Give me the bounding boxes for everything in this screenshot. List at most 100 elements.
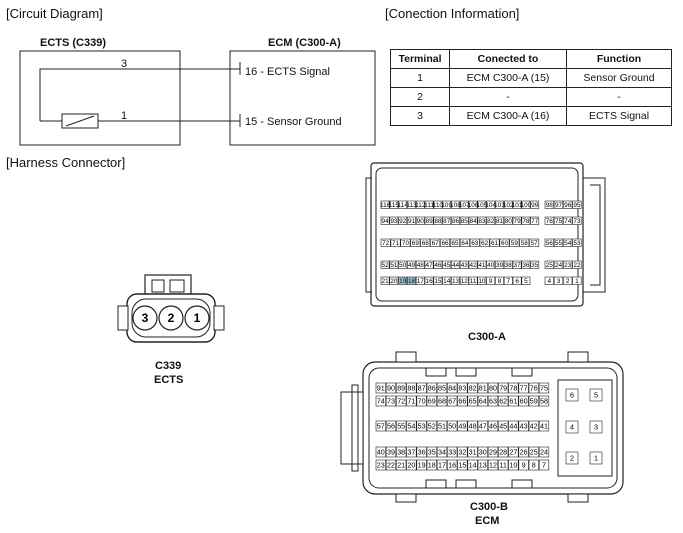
connector-pin-label: 64 xyxy=(461,240,469,247)
connector-pin-label: 37 xyxy=(407,447,415,456)
connector-pin xyxy=(459,260,469,269)
connector-pin xyxy=(385,395,397,407)
connector-pin-label: 111 xyxy=(424,202,434,209)
ects-box xyxy=(19,50,181,146)
connector-pin-label: 21 xyxy=(382,278,390,285)
c339-connector xyxy=(117,274,225,343)
connector-pin xyxy=(530,200,540,209)
connector-pin xyxy=(486,200,496,209)
connector-pin-label: 83 xyxy=(458,383,466,392)
c339-pin-label: 2 xyxy=(168,311,175,325)
connector-pin xyxy=(544,260,554,269)
connector-pin-label: 46 xyxy=(434,262,442,269)
connector-pin-label: 18 xyxy=(408,278,416,285)
connector-pin xyxy=(486,216,496,225)
c339-pin xyxy=(132,305,158,331)
connector-pin xyxy=(436,395,448,407)
connector-pin xyxy=(553,276,564,285)
connector-pin-label: 81 xyxy=(496,218,504,225)
connector-pin xyxy=(487,459,499,471)
connector-pin-label: 14 xyxy=(443,278,451,285)
c339-ects-label: ECTS xyxy=(154,374,184,386)
connector-pin xyxy=(424,216,434,225)
table-row: 2 - - xyxy=(390,87,672,107)
connector-pin-label: 22 xyxy=(573,262,581,269)
connector-pin xyxy=(449,238,460,247)
connector-pin xyxy=(380,276,390,285)
connector-pin-label: 35 xyxy=(531,262,539,269)
connector-pin xyxy=(415,260,425,269)
c300a-connector xyxy=(365,162,606,307)
connector-pin xyxy=(398,200,408,209)
connector-pin xyxy=(426,382,437,394)
connector-pin-label: 61 xyxy=(509,396,517,405)
harness-connector-title: [Harness Connector] xyxy=(6,155,126,170)
connector-pin xyxy=(521,216,531,225)
connector-pin xyxy=(563,260,573,269)
connector-pin xyxy=(467,459,478,471)
connector-pin xyxy=(477,459,488,471)
connector-pin xyxy=(406,382,417,394)
connector-pin xyxy=(380,238,391,247)
connector-pin-label: 106 xyxy=(468,202,479,209)
connector-pin xyxy=(477,382,488,394)
connector-pin-label: 39 xyxy=(387,447,395,456)
connector-pin xyxy=(380,200,390,209)
connector-pin-label: 77 xyxy=(531,218,539,225)
ecm-box xyxy=(229,50,376,146)
connector-pin xyxy=(447,459,458,471)
connector-pin-label: 99 xyxy=(531,202,539,209)
signal-wire xyxy=(39,68,240,121)
c339-pin-label: 3 xyxy=(142,311,149,325)
connector-pin xyxy=(440,238,450,247)
table-cell: 3 xyxy=(390,106,450,126)
connector-pin-label: 30 xyxy=(479,447,487,456)
connector-pin-label: 20 xyxy=(407,460,415,469)
connector-pin xyxy=(530,260,540,269)
connector-pin-label: 45 xyxy=(499,421,507,430)
connector-pin-label: 78 xyxy=(522,218,530,225)
connector-pin-label: 57 xyxy=(531,240,539,247)
connector-pin-label: 29 xyxy=(489,447,497,456)
connector-pin-label: 42 xyxy=(530,421,538,430)
connector-pin xyxy=(538,446,550,458)
connector-pin-label: 44 xyxy=(509,421,517,430)
ects-box-label: ECTS (C339) xyxy=(40,37,107,49)
connector-pin-label: 80 xyxy=(489,383,497,392)
connector-pin xyxy=(529,238,540,247)
connector-pin xyxy=(396,446,407,458)
connector-pin xyxy=(589,420,603,434)
connector-pin-label: 100 xyxy=(521,202,532,209)
connector-pin xyxy=(553,260,564,269)
connector-pin-label: 38 xyxy=(397,447,405,456)
connector-pin-label: 66 xyxy=(458,396,466,405)
connector-pin xyxy=(451,276,460,285)
connector-pin xyxy=(589,388,603,402)
connector-pin xyxy=(553,216,564,225)
connector-pin xyxy=(503,260,513,269)
connector-pin-label: 15 xyxy=(434,278,442,285)
connector-pin-label: 41 xyxy=(478,262,486,269)
connector-pin-label: 59 xyxy=(511,240,519,247)
connector-pin-label: 58 xyxy=(521,240,529,247)
connector-pin xyxy=(375,382,386,394)
connector-pin xyxy=(459,276,469,285)
connector-pin-label: 71 xyxy=(407,396,415,405)
connector-pin xyxy=(459,216,469,225)
connector-pin xyxy=(447,382,458,394)
connector-pin xyxy=(380,216,390,225)
connector-pin-label: 67 xyxy=(432,240,440,247)
connector-pin-label: 19 xyxy=(418,460,426,469)
table-cell: - xyxy=(449,87,567,107)
connector-pin-label: 79 xyxy=(499,383,507,392)
ects-signal-label: 16 - ECTS Signal xyxy=(245,66,330,78)
connector-pin xyxy=(495,276,504,285)
table-cell: ECTS Signal xyxy=(566,106,672,126)
connector-pin xyxy=(563,276,573,285)
connector-pin-label: 65 xyxy=(451,240,459,247)
connector-pin xyxy=(415,200,425,209)
connector-pin-label: 82 xyxy=(487,218,495,225)
table-header: Conected to xyxy=(449,49,567,69)
connector-pin-label: 11 xyxy=(499,460,506,469)
